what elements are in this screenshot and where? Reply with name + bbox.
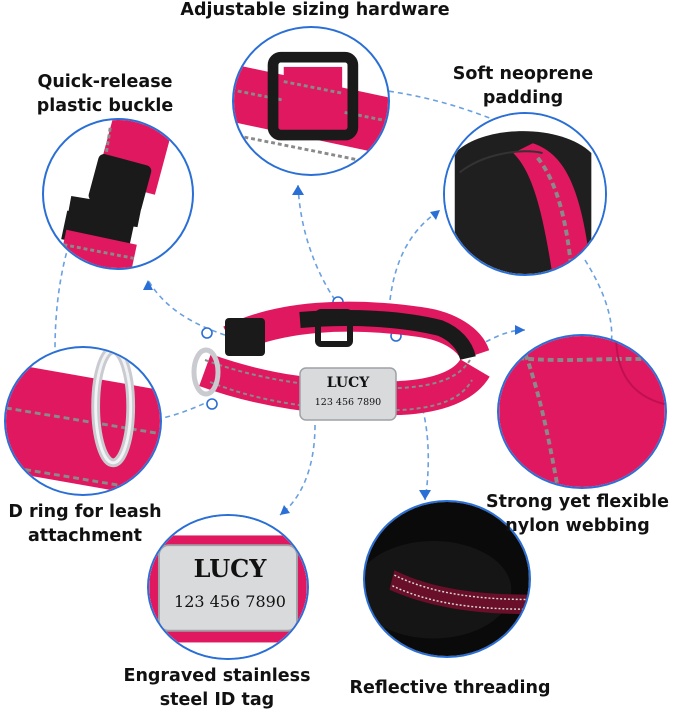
label-dring-line1: D ring for leash <box>8 502 162 522</box>
collar-tag-name: LUCY <box>326 375 370 391</box>
label-adjustable-text: Adjustable sizing hardware <box>180 0 450 20</box>
id-tag-circle: LUCY 123 456 7890 <box>147 514 309 660</box>
nylon-webbing-circle <box>497 334 667 489</box>
label-tag-line2: steel ID tag <box>159 690 275 710</box>
reflective-circle <box>363 500 531 658</box>
label-d-ring: D ring for leash attachment <box>0 500 170 548</box>
tag-closeup-name: LUCY <box>193 554 267 583</box>
label-reflective-text: Reflective threading <box>349 678 551 698</box>
buckle-circle <box>42 118 194 270</box>
label-tag-line1: Engraved stainless <box>123 666 311 686</box>
collar-tag-phone: 123 456 7890 <box>314 397 382 408</box>
label-nylon-line1: Strong yet flexible <box>486 492 669 512</box>
label-buckle-line2: plastic buckle <box>36 96 174 116</box>
label-dring-line2: attachment <box>27 526 143 546</box>
label-neoprene-padding: Soft neoprene padding <box>438 62 608 110</box>
d-ring-circle <box>4 346 162 496</box>
label-nylon-line2: nylon webbing <box>505 516 650 536</box>
label-nylon-webbing: Strong yet flexible nylon webbing <box>480 490 675 538</box>
label-neoprene-line2: padding <box>482 88 564 108</box>
label-engraved-tag: Engraved stainless steel ID tag <box>112 664 322 712</box>
neoprene-circle <box>443 112 607 276</box>
label-buckle-line1: Quick-release <box>37 72 173 92</box>
adjustable-hardware-circle <box>232 26 390 176</box>
tag-closeup-phone: 123 456 7890 <box>174 592 286 611</box>
label-adjustable-hardware: Adjustable sizing hardware <box>160 0 470 22</box>
label-reflective-threading: Reflective threading <box>340 676 560 700</box>
label-neoprene-line1: Soft neoprene <box>452 64 594 84</box>
label-quick-release-buckle: Quick-release plastic buckle <box>20 70 190 118</box>
